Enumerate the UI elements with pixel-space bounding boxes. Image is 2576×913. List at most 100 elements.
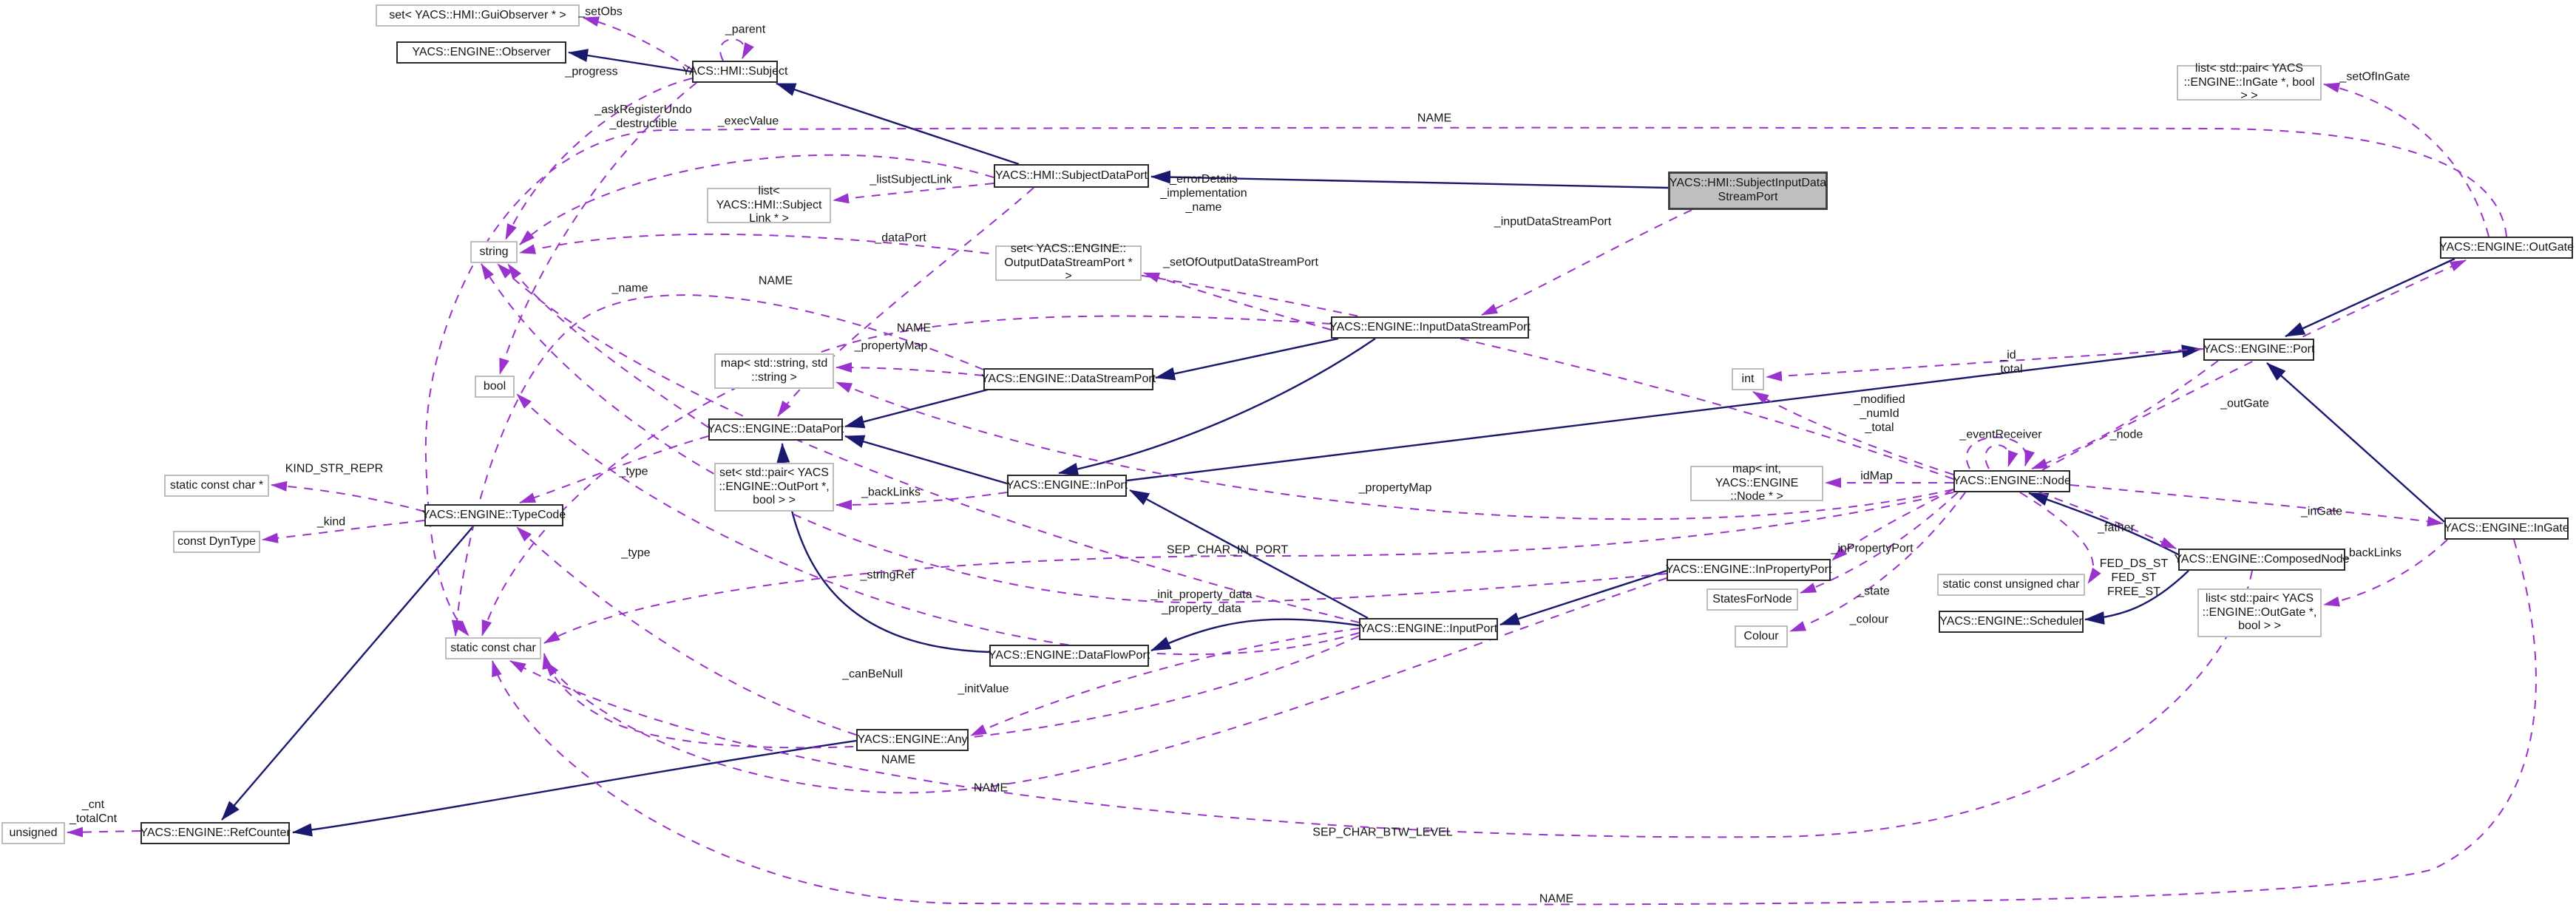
- class-node-static-const-char-ptr: static const char *: [164, 475, 269, 497]
- edge-label: _setOfInGate: [2339, 70, 2410, 84]
- class-node-label: map< int, YACS::ENGINE ::Node * >: [1715, 462, 1799, 503]
- edge-subject-to-subject: [719, 38, 754, 61]
- edge-input-port-to-data-flow-port: [1150, 618, 1360, 652]
- edge-label: _state: [1857, 585, 1890, 598]
- class-node-subject-link-list: list< YACS::HMI::Subject Link * >: [707, 185, 831, 225]
- class-node-unsigned: unsigned: [1, 822, 65, 844]
- edge-node-to-in-property-port: [1831, 489, 1954, 561]
- class-node-string: string: [470, 241, 518, 263]
- class-node-label: set< YACS::HMI::GuiObserver * >: [389, 8, 566, 21]
- edge-label: _canBeNull: [842, 668, 903, 681]
- edge-label: NAME: [881, 753, 916, 767]
- class-node-label: bool: [483, 379, 506, 393]
- edge-label: KIND_STR_REPR: [285, 462, 384, 475]
- class-node-any[interactable]: YACS::ENGINE::Any: [856, 729, 969, 751]
- class-node-observer[interactable]: YACS::ENGINE::Observer: [396, 41, 566, 64]
- edge-label: NAME: [1417, 112, 1452, 125]
- edge-node-to-static-const-char: [543, 492, 1954, 644]
- class-node-data-port[interactable]: YACS::ENGINE::DataPort: [708, 418, 844, 441]
- edge-input-data-stream-port-to-odsp-set: [1143, 272, 1332, 330]
- edge-subject-to-observer: [568, 49, 693, 73]
- edge-label: _colour: [1849, 613, 1889, 626]
- edge-subject-data-port-to-subject-link-list: [833, 183, 994, 204]
- edge-node-to-outgate: [2041, 259, 2467, 471]
- class-node-composed-node[interactable]: YACS::ENGINE::ComposedNode: [2174, 549, 2350, 571]
- edge-inport-to-outport-pair-set: [835, 492, 1008, 510]
- edge-subject-to-gui-observer-set: [583, 16, 693, 70]
- edge-label: _stringRef: [860, 568, 915, 582]
- class-node-outgate-pair-list: list< std::pair< YACS ::ENGINE::OutGate …: [2197, 588, 2322, 637]
- class-node-label: YACS::ENGINE::InputDataStreamPort: [1329, 320, 1531, 333]
- class-node-const-dyntype: const DynType: [173, 531, 260, 553]
- class-node-ingate[interactable]: YACS::ENGINE::InGate: [2444, 517, 2569, 540]
- edge-composed-node-to-static-const-char: [509, 570, 2253, 838]
- class-node-input-data-stream-port[interactable]: YACS::ENGINE::InputDataStreamPort: [1329, 316, 1531, 339]
- class-node-label: YACS::ENGINE::DataStreamPort: [980, 372, 1156, 385]
- class-node-static-const-unsigned-char: static const unsigned char: [1937, 574, 2085, 596]
- edge-composed-node-to-scheduler: [2084, 570, 2189, 625]
- class-node-int: int: [1732, 368, 1764, 390]
- edge-data-port-to-typecode: [519, 435, 709, 503]
- edge-label: _progress: [565, 65, 618, 78]
- class-node-subject-data-port[interactable]: YACS::HMI::SubjectDataPort: [994, 164, 1149, 188]
- edge-subject-to-string: [505, 78, 693, 240]
- class-node-label: YACS::ENGINE::Scheduler: [1939, 614, 2083, 628]
- edge-outgate-to-ingate-pair-list: [2323, 82, 2489, 237]
- class-node-label: YACS::HMI::Subject: [682, 64, 788, 78]
- class-node-label: YACS::ENGINE::OutGate: [2439, 240, 2574, 254]
- class-node-label: YACS::ENGINE::Port: [2203, 342, 2315, 356]
- class-node-outgate[interactable]: YACS::ENGINE::OutGate: [2439, 237, 2574, 259]
- edge-node-to-string: [519, 233, 1954, 480]
- class-node-label: map< std::string, std ::string >: [720, 357, 828, 384]
- edge-label: _inPropertyPort: [1831, 542, 1914, 555]
- class-node-label: StatesForNode: [1712, 592, 1792, 605]
- edge-label: _modified _numId _total: [1854, 393, 1905, 435]
- class-node-data-stream-port[interactable]: YACS::ENGINE::DataStreamPort: [980, 368, 1156, 390]
- edge-inport-to-port: [1126, 345, 2202, 482]
- class-node-label: set< std::pair< YACS ::ENGINE::OutPort *…: [719, 466, 830, 507]
- edge-label: _init_property_data _property_data: [1150, 588, 1253, 615]
- edge-in-property-port-to-input-port: [1499, 569, 1667, 626]
- class-node-label: YACS::ENGINE::InGate: [2444, 521, 2569, 534]
- edge-label: _setOfOutputDataStreamPort: [1163, 256, 1318, 269]
- edge-label: _initValue: [957, 682, 1009, 696]
- class-node-refcounter[interactable]: YACS::ENGINE::RefCounter: [140, 822, 291, 844]
- edge-input-port-to-static-const-char: [542, 635, 1360, 749]
- class-node-in-property-port[interactable]: YACS::ENGINE::InPropertyPort: [1666, 559, 1831, 581]
- class-node-label: YACS::HMI::SubjectInputData StreamPort: [1669, 177, 1827, 203]
- edge-label: _cnt _totalCnt: [69, 798, 118, 825]
- class-node-inport[interactable]: YACS::ENGINE::InPort: [1006, 475, 1128, 497]
- class-node-scheduler[interactable]: YACS::ENGINE::Scheduler: [1939, 611, 2084, 633]
- edge-input-data-stream-port-to-data-stream-port: [1155, 337, 1339, 381]
- class-node-subject[interactable]: YACS::HMI::Subject: [682, 61, 787, 83]
- edge-label: _type: [619, 465, 648, 478]
- class-node-label: static const unsigned char: [1942, 577, 2080, 591]
- edge-data-port-to-string: [507, 263, 709, 428]
- class-node-colour: Colour: [1735, 625, 1788, 648]
- class-node-label: YACS::ENGINE::InputPort: [1359, 622, 1498, 635]
- edge-typecode-to-refcounter: [221, 526, 474, 821]
- class-node-typecode[interactable]: YACS::ENGINE::TypeCode: [421, 504, 566, 526]
- edge-outgate-to-port: [2285, 257, 2455, 338]
- edge-label: NAME: [758, 274, 793, 288]
- edge-label: _kind: [316, 515, 346, 529]
- edge-ingate-to-outgate-pair-list: [2323, 539, 2448, 607]
- edge-node-to-states-for-node: [1800, 492, 1959, 594]
- edge-data-stream-port-to-string-map: [835, 362, 984, 376]
- class-node-data-flow-port[interactable]: YACS::ENGINE::DataFlowPort: [989, 645, 1150, 667]
- edge-label: _propertyMap: [1358, 481, 1432, 495]
- class-node-label: YACS::ENGINE::TypeCode: [421, 508, 566, 521]
- edge-label: NAME: [896, 322, 932, 335]
- class-node-input-port[interactable]: YACS::ENGINE::InputPort: [1359, 618, 1498, 640]
- edge-input-port-to-inport: [1129, 489, 1369, 620]
- edge-node-to-composed-node: [2038, 492, 2177, 549]
- edge-subject-input-data-stream-port-to-subject-data-port: [1150, 170, 1669, 189]
- class-node-port[interactable]: YACS::ENGINE::Port: [2203, 339, 2314, 361]
- class-node-string-map: map< std::string, std ::string >: [714, 353, 834, 389]
- class-node-node[interactable]: YACS::ENGINE::Node: [1953, 470, 2071, 492]
- class-node-label: const DynType: [177, 534, 256, 548]
- edge-subject-data-port-to-subject: [776, 82, 1020, 166]
- class-node-label: static const char: [450, 641, 536, 654]
- class-node-label: list< std::pair< YACS ::ENGINE::InGate *…: [2183, 61, 2315, 103]
- edge-label: SEP_CHAR_IN_PORT: [1166, 543, 1289, 557]
